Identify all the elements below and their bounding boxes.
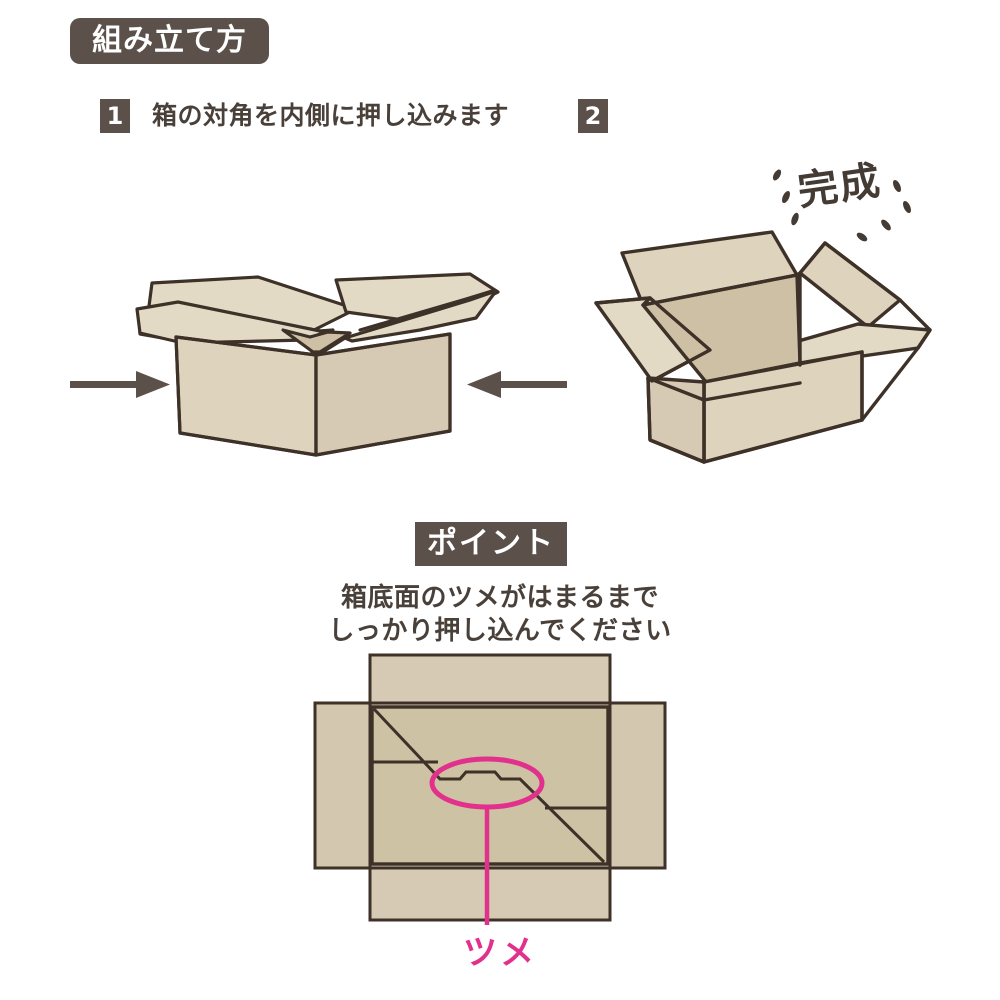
bottom-diagonal-lock-line (372, 707, 606, 864)
box2-interior-bottom (704, 361, 802, 402)
box1-right-open-flap (343, 289, 498, 343)
point-line-2: しっかり押し込んでください (328, 615, 672, 646)
page-title-badge: 組み立て方 (70, 18, 269, 64)
kansei-annotation: 完成 (772, 158, 911, 242)
point-line-1: 箱底面のツメがはまるまで (340, 583, 659, 613)
box2-flap-back-right (798, 241, 902, 329)
bottom-flap-left (313, 701, 377, 870)
box1-top-rim (174, 332, 452, 357)
box1-front-left-face (174, 335, 318, 457)
box-bottom-diagram (313, 653, 667, 925)
point-badge: ポイント (415, 522, 567, 566)
box1-flap-left (138, 308, 335, 343)
box2-flap-right (758, 322, 932, 367)
bottom-main-panel (368, 701, 612, 870)
box2-inner-bottom-rim (646, 376, 802, 402)
box2-left-face (646, 376, 706, 464)
bottom-inner-panel (370, 705, 610, 866)
bottom-flap-bottom (368, 860, 612, 922)
step-1-caption: 箱の対角を内側に押し込みます (152, 101, 510, 130)
step-2-box-illustration (594, 230, 932, 464)
tsume-highlight-ellipse (429, 756, 545, 810)
box2-interior-back (641, 273, 802, 384)
step-1-arrows (70, 371, 567, 398)
step-1-box-illustration (135, 272, 500, 457)
sparkle-marks (772, 169, 911, 242)
box1-right-open-flap-edge (358, 289, 494, 332)
box1-bottom-rim (178, 429, 452, 457)
box2-flap-left (594, 296, 712, 383)
bottom-flap-right (603, 701, 667, 870)
box1-inner-corner-fold (304, 332, 347, 357)
box2-front-face (702, 350, 864, 464)
box1-inner-funnel (281, 328, 352, 354)
point-instruction-text: 箱底面のツメがはまるまで しっかり押し込んでください (0, 582, 1000, 648)
tsume-callout-label: ツメ (463, 933, 537, 973)
box1-left-open-flap (135, 300, 327, 345)
box1-front-right-face (314, 332, 452, 457)
bottom-flap-top (368, 653, 612, 717)
box1-flap-back-left (146, 275, 358, 339)
kansei-text: 完成 (795, 158, 885, 215)
box2-flap-back-left (620, 230, 799, 307)
box1-flap-back-right (334, 272, 500, 326)
box2-outline (594, 241, 932, 464)
box2-front-top-rim (702, 350, 864, 384)
box1-left-vertical-edge (174, 335, 182, 435)
box1-flap-left-top (137, 307, 313, 344)
arrow-left-icon (467, 371, 567, 398)
step-number-1-badge: 1 (100, 99, 130, 133)
arrow-right-icon (70, 371, 170, 398)
box2-flap-right-edge (856, 323, 927, 347)
step-number-2-badge: 2 (578, 99, 608, 133)
